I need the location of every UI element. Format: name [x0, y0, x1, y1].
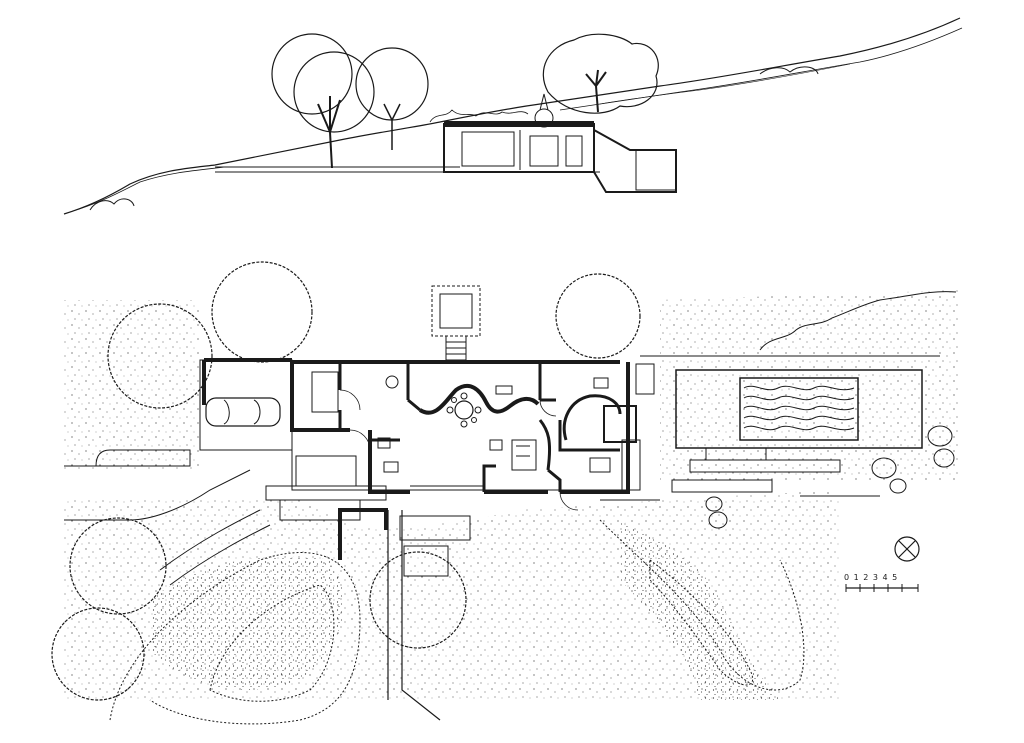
driveway-stipple	[150, 556, 345, 690]
scale-bar-labels: 0 1 2 3 4 5	[844, 573, 898, 582]
carport	[199, 359, 293, 451]
sunken-court-section	[593, 129, 677, 193]
driveway-loop-left	[109, 552, 361, 725]
bath-curve	[562, 394, 622, 441]
section-house-outline	[443, 123, 595, 173]
curved-wall	[418, 383, 540, 415]
access-path	[387, 510, 441, 721]
stair-tower	[431, 285, 481, 337]
north-arrow-icon	[894, 536, 920, 562]
tree-icon	[51, 261, 641, 701]
car-icon	[205, 397, 281, 427]
section-tree-right	[542, 33, 659, 114]
terrain-profile	[63, 17, 961, 215]
scale-bar: 0 1 2 3 4 5	[844, 573, 919, 592]
driveway-loop-right	[599, 519, 805, 691]
pool	[675, 369, 923, 449]
section-view	[63, 17, 963, 215]
dining-table	[446, 392, 482, 428]
site-plan: 0 1 2 3 4 5	[51, 261, 960, 725]
boulder-icon	[705, 425, 955, 529]
section-tree-left	[271, 33, 429, 169]
terrace-steps	[265, 455, 660, 577]
house-outer-wall	[290, 360, 630, 494]
house-plan	[290, 360, 637, 511]
